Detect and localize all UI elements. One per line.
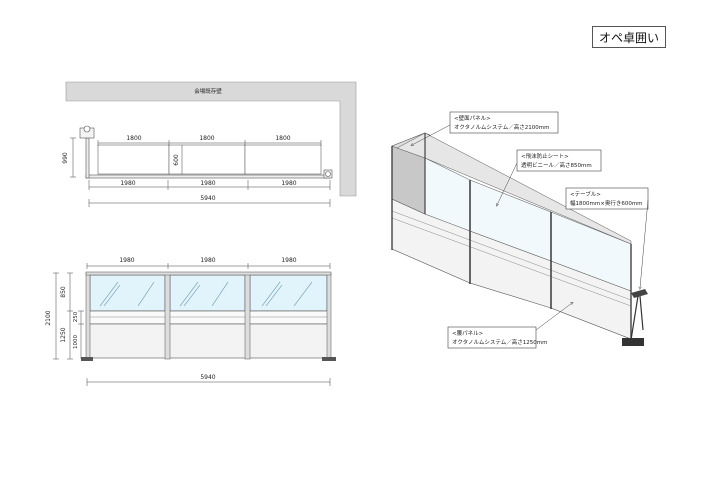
elev-band xyxy=(86,310,331,325)
elev-lower-panel xyxy=(86,323,331,359)
callout-waist-panel: <腰パネル> オクタノルムシステム／高さ1250mm xyxy=(447,303,572,349)
callout-table-body: 幅1800mm×奥行き600mm xyxy=(570,199,643,207)
elev-dim-top-1: 1980 xyxy=(119,257,134,264)
callout-wall-body: オクタノルムシステム／高さ2100mm xyxy=(454,123,549,131)
callout-splash-body: 透明ビニール／高さ850mm xyxy=(521,161,592,169)
plan-fixture-icon xyxy=(83,125,91,133)
plan-table-2 xyxy=(168,144,246,175)
wall-label: 会場既存壁 xyxy=(194,87,222,95)
elev-dim-top-3: 1980 xyxy=(281,257,296,264)
drawing-title: オペ卓囲い xyxy=(592,26,666,48)
plan-dim-bottom-1: 1980 xyxy=(120,180,135,187)
elev-glass-3 xyxy=(249,274,328,312)
iso-top-rail xyxy=(396,132,632,245)
elev-post-2 xyxy=(164,272,171,360)
elev-dim-upper: 850 xyxy=(60,286,67,298)
plan-dim-bottom-3: 1980 xyxy=(281,180,296,187)
callout-table: <テーブル> 幅1800mm×奥行き600mm xyxy=(565,187,649,288)
plan-table-3 xyxy=(244,144,322,175)
elev-glass-1 xyxy=(89,274,166,312)
plan-dim-total: 5940 xyxy=(200,195,215,202)
iso-table-top xyxy=(631,289,648,298)
elev-top-rail xyxy=(85,271,332,276)
isometric-view xyxy=(391,132,648,346)
plan-dim-depth: 990 xyxy=(62,152,69,164)
callout-splash-sheet: <飛沫防止シート> 透明ビニール／高さ850mm xyxy=(497,149,602,205)
elev-post-3 xyxy=(244,272,251,360)
existing-wall xyxy=(65,81,357,197)
elev-post-4 xyxy=(326,272,332,360)
elev-dim-top-2: 1980 xyxy=(200,257,215,264)
plan-dim-top-1: 1800 xyxy=(126,135,141,142)
plan-panel-line xyxy=(85,174,331,179)
callout-wall-panel: <壁面パネル> オクタノルムシステム／高さ2100mm xyxy=(412,111,559,145)
plan-dim-top-2: 1800 xyxy=(199,135,214,142)
elev-dim-lower: 1250 xyxy=(60,327,67,342)
callout-wall-head: <壁面パネル> xyxy=(454,114,491,122)
plan-side-return xyxy=(85,137,90,179)
elevation-view: 1980 1980 1980 5940 xyxy=(45,257,336,386)
iso-table-leg xyxy=(630,295,639,341)
elev-dim-band: 250 xyxy=(73,311,79,322)
elev-dim-total: 5940 xyxy=(200,374,215,381)
callout-waist-head: <腰パネル> xyxy=(452,330,484,337)
plan-end-fixture-icon xyxy=(325,171,331,177)
elev-base-left xyxy=(81,357,93,361)
elev-dim-height: 2100 xyxy=(45,310,52,325)
elev-dim-base: 1000 xyxy=(73,335,79,349)
plan-dim-top-3: 1800 xyxy=(275,135,290,142)
plan-table-1 xyxy=(97,144,170,175)
plan-dim-bottom-2: 1980 xyxy=(200,180,215,187)
callout-waist-body: オクタノルムシステム／高さ1250mm xyxy=(452,338,547,346)
callout-splash-head: <飛沫防止シート> xyxy=(521,152,569,160)
plan-view: 会場既存壁 1800 1800 1800 1980 1980 1980 xyxy=(62,81,357,207)
elev-post-1 xyxy=(85,272,91,360)
iso-base-plate xyxy=(622,338,644,346)
callout-table-head: <テーブル> xyxy=(570,190,601,198)
elev-base-right xyxy=(322,357,336,361)
elev-glass-2 xyxy=(169,274,246,312)
plan-dim-table: 600 xyxy=(173,154,180,166)
